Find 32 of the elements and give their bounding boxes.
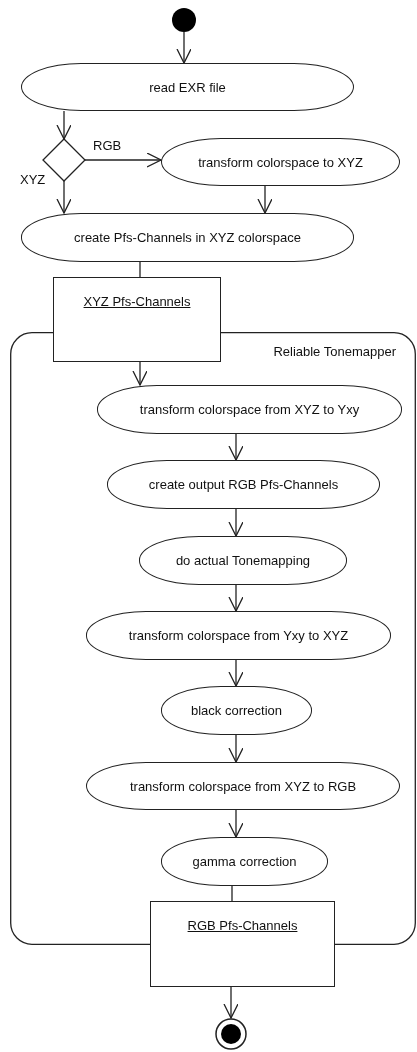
object-node	[150, 901, 335, 987]
arrow	[176, 31, 192, 64]
arrow	[228, 584, 244, 612]
action-label: do actual Tonemapping	[175, 553, 311, 568]
action-label: transform colorspace from XYZ to RGB	[129, 778, 357, 794]
action-label: create Pfs-Channels in XYZ colorspace	[74, 230, 301, 245]
action-label: read EXR file	[149, 79, 226, 95]
arrow	[228, 659, 244, 687]
action-label: gamma correction	[192, 854, 297, 869]
arrow	[228, 433, 244, 461]
object-label: RGB Pfs-Channels	[187, 918, 298, 935]
action-label: black correction	[190, 703, 282, 718]
action-label: transform colorspace from Yxy to XYZ	[128, 628, 349, 643]
edge-label: RGB	[93, 139, 122, 152]
arrow	[132, 361, 148, 386]
edge-label: XYZ	[20, 173, 46, 186]
connector-line	[231, 885, 233, 902]
object-label: XYZ Pfs-Channels	[83, 294, 191, 311]
arrow	[228, 809, 244, 838]
arrow	[56, 180, 72, 214]
action-label: transform colorspace to XYZ	[198, 154, 363, 170]
arrow	[228, 734, 244, 763]
action-label: transform colorspace from XYZ to Yxy	[139, 402, 360, 417]
arrow	[257, 185, 273, 214]
arrow	[223, 986, 239, 1019]
arrow	[56, 110, 72, 140]
partition-title: Reliable Tonemapper	[273, 344, 396, 359]
action-label: create output RGB Pfs-Channels	[148, 477, 339, 492]
object-node	[53, 277, 221, 362]
connector-line	[139, 261, 141, 278]
arrow	[228, 508, 244, 537]
arrow	[84, 152, 162, 168]
